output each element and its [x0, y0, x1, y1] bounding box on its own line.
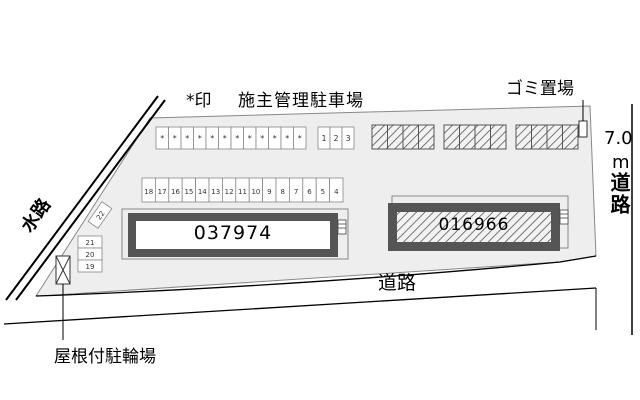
middle-row-spots: 18 17 16 15 14 13 12 11 10 9 8 7 6 5 4 [141, 177, 344, 203]
legend-mark: *印 [186, 91, 212, 111]
spot-mark: * [210, 134, 214, 143]
building-1-code: 037974 [193, 222, 273, 244]
parking-spot-angled: 22 [87, 201, 113, 229]
spot-mark: * [173, 134, 177, 143]
left-column-spots: 22 21 20 19 [77, 201, 113, 273]
spot-mark: * [260, 134, 264, 143]
road-bottom-label: 道路 [378, 272, 417, 294]
spot-mark: * [273, 134, 277, 143]
spot-number: 19 [86, 263, 95, 271]
spot-number: 20 [86, 251, 95, 259]
spot-number: 14 [198, 188, 207, 196]
spot-number: 5 [321, 188, 325, 196]
spot-number: 17 [158, 188, 167, 196]
spot-mark: * [285, 134, 289, 143]
garbage-box [578, 120, 588, 138]
building-2-stairs [559, 209, 569, 225]
bike-parking-label: 屋根付駐輪場 [54, 347, 156, 367]
parking-spot [341, 126, 355, 150]
building-1-shadow [121, 208, 349, 260]
spot-mark: * [223, 134, 227, 143]
spot-number: 8 [280, 188, 284, 196]
road-unit: m [612, 152, 630, 173]
spot-number: 13 [211, 188, 220, 196]
road-right-label: 道路 [607, 172, 631, 216]
spot-number: 4 [334, 188, 339, 196]
spot-number: 22 [95, 210, 107, 222]
spot-number: 10 [251, 188, 260, 196]
spot-mark: * [198, 134, 202, 143]
hatched-spot-groups [371, 124, 579, 150]
top-marked-spots: * * * * * * * * * * * * [155, 126, 307, 150]
road-width: 7.0 [604, 128, 633, 149]
spot-mark: * [185, 134, 189, 143]
spot-number: 16 [171, 188, 180, 196]
spot-mark: * [235, 134, 239, 143]
spot-number: 3 [345, 134, 350, 143]
garbage-label: ゴミ置場 [506, 79, 574, 99]
waterway-line-inner [15, 99, 166, 301]
spot-mark: * [248, 134, 252, 143]
spot-number: 9 [267, 188, 271, 196]
building-2-code: 016966 [438, 215, 510, 235]
parking-spot [87, 201, 113, 229]
building-1-inner [136, 221, 330, 249]
bike-parking-cross-b [55, 255, 71, 285]
spot-number: 18 [144, 188, 153, 196]
spot-number: 21 [86, 239, 95, 247]
bottom-road-line-upper [35, 255, 597, 297]
parking-spot [77, 259, 103, 273]
spot-number: 1 [321, 134, 326, 143]
spot-number: 15 [184, 188, 193, 196]
parking-spot-marked [293, 126, 307, 150]
waterway-line-outer [5, 95, 159, 301]
spot-mark: * [298, 134, 302, 143]
spot-mark: * [160, 134, 164, 143]
spot-number: 12 [225, 188, 234, 196]
spot-number: 7 [294, 188, 298, 196]
spot-number: 6 [307, 188, 312, 196]
spot-number: 2 [333, 134, 338, 143]
building-1-stairs [337, 219, 347, 235]
parking-spot [329, 177, 344, 203]
building-2-inner [397, 212, 551, 242]
parking-title: 施主管理駐車場 [238, 91, 364, 111]
spot-number: 11 [238, 188, 247, 196]
